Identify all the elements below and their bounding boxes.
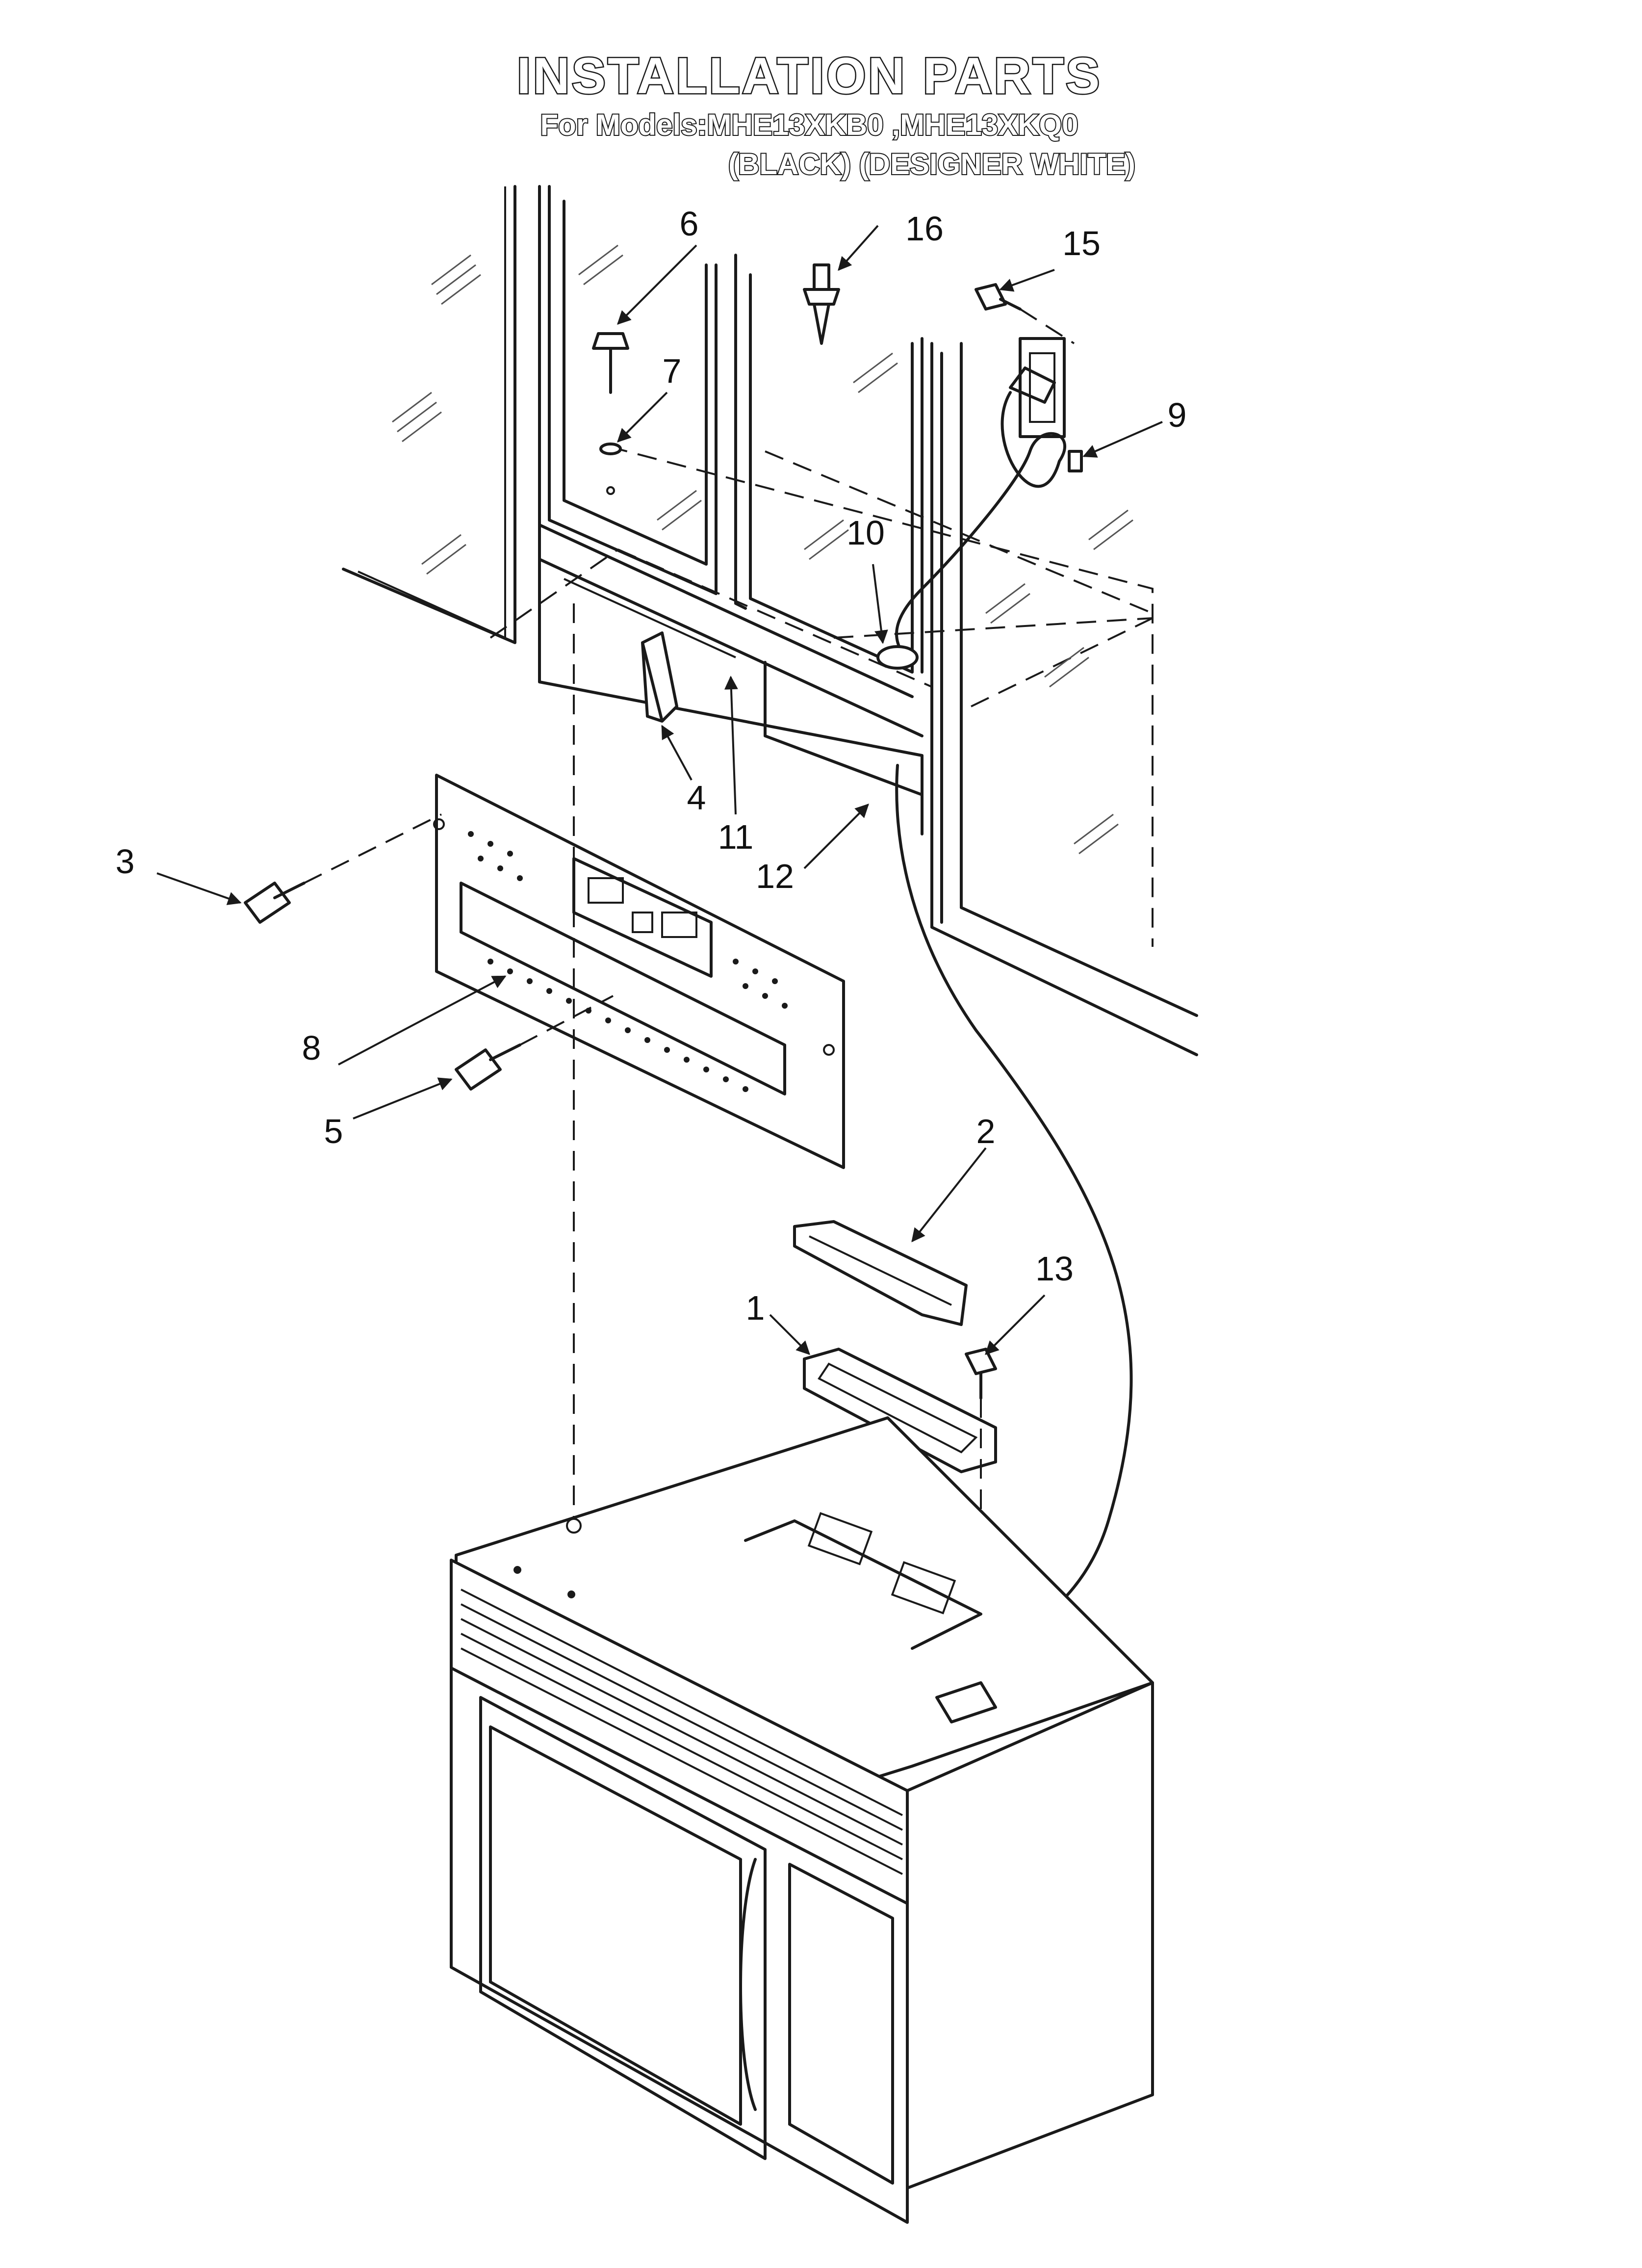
callout-6: 6 [680, 205, 699, 243]
washer-7 [599, 443, 622, 455]
header: INSTALLATION PARTS For Models:MHE13XKB0 … [515, 47, 1136, 182]
mounting-plate [433, 774, 845, 1169]
screw-6 [592, 332, 629, 394]
wall-outlet [1019, 337, 1066, 438]
grease-filter-2 [793, 1220, 968, 1326]
screw-5 [455, 1043, 521, 1091]
callout-15: 15 [1062, 224, 1101, 262]
callout-labels: 6 7 16 15 9 10 4 11 12 3 8 5 2 1 13 [116, 205, 1187, 1327]
cord-plug [1009, 366, 1056, 404]
microwave-oven [450, 1416, 1154, 2224]
callout-13: 13 [1035, 1250, 1074, 1288]
cord-grommet [876, 645, 919, 670]
callout-5: 5 [324, 1112, 343, 1150]
callout-4: 4 [687, 779, 706, 817]
page-title: INSTALLATION PARTS [517, 48, 1102, 104]
upper-cabinets [342, 185, 1198, 1056]
screw-15 [975, 283, 1022, 311]
callout-11: 11 [718, 818, 754, 856]
callout-16: 16 [905, 209, 944, 248]
callout-1: 1 [746, 1289, 765, 1327]
models-line: For Models:MHE13XKB0 ,MHE13XKQ0 [540, 108, 1078, 141]
exhaust-adapter-1 [803, 1348, 997, 1473]
callout-3: 3 [116, 842, 135, 881]
screw-13 [965, 1348, 997, 1400]
screw-3 [244, 882, 306, 924]
callout-9: 9 [1168, 396, 1187, 434]
toggle-bolt-16 [803, 263, 840, 345]
callout-leaders [156, 225, 1163, 1355]
callout-12: 12 [756, 857, 794, 895]
callout-8: 8 [302, 1029, 321, 1067]
wall-bracket-4 [641, 631, 678, 723]
cord-clip-9 [1068, 450, 1083, 472]
colors-line: (BLACK) (DESIGNER WHITE) [728, 148, 1135, 181]
callout-10: 10 [847, 514, 885, 552]
callout-7: 7 [663, 352, 682, 390]
callout-2: 2 [976, 1112, 996, 1150]
